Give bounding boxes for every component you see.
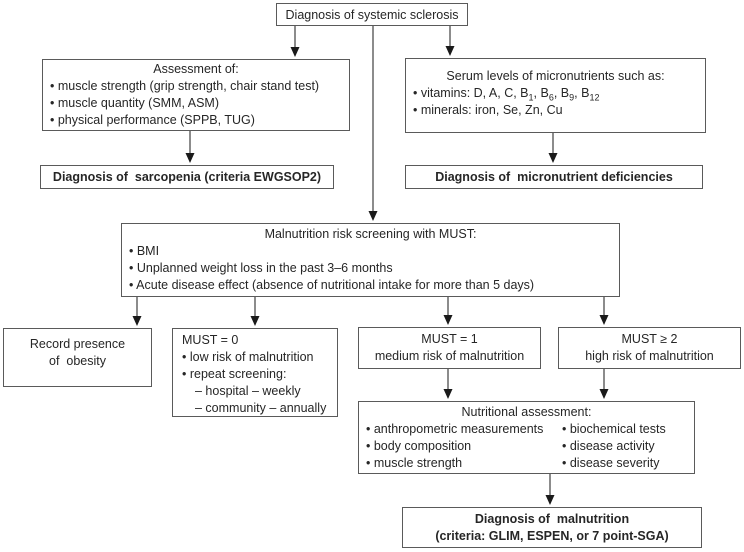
node-must-screening: Malnutrition risk screening with MUST: •… [121,223,620,297]
node-label-line1: Record presence [29,337,126,351]
bullet-item: • Unplanned weight loss in the past 3–6 … [129,261,393,275]
bullet-item: • physical performance (SPPB, TUG) [50,113,255,127]
bullet-item-minerals: • minerals: iron, Se, Zn, Cu [413,103,563,117]
bullet-item: • BMI [129,244,160,258]
bullet-item: • disease severity [562,456,660,470]
node-must-1: MUST = 1 medium risk of malnutrition [358,327,541,369]
node-record-obesity: Record presence of obesity [3,328,152,387]
node-diagnosis-sarcopenia: Diagnosis of sarcopenia (criteria EWGSOP… [40,165,334,189]
bullet-item-vitamins: • vitamins: D, A, C, B1, B6, B9, B12 [413,86,600,103]
bullet-item: • disease activity [562,439,655,453]
node-must-2: MUST ≥ 2 high risk of malnutrition [558,327,741,369]
node-serum-micronutrients: Serum levels of micronutrients such as: … [405,58,706,133]
bullet-item: • Acute disease effect (absence of nutri… [129,278,535,292]
node-label: Diagnosis of micronutrient deficiencies [435,170,673,184]
dash-item: – community – annually [195,401,327,415]
node-diagnosis-systemic-sclerosis: Diagnosis of systemic sclerosis [276,3,468,26]
node-assessment: Assessment of: • muscle strength (grip s… [42,59,350,131]
bullet-item: • muscle quantity (SMM, ASM) [50,96,220,110]
node-diagnosis-micronutrient-deficiencies: Diagnosis of micronutrient deficiencies [405,165,703,189]
bullet-item: • muscle strength [366,456,463,470]
node-label: Diagnosis of systemic sclerosis [285,8,459,22]
node-label: Diagnosis of sarcopenia (criteria EWGSOP… [52,170,322,184]
node-label-line2: (criteria: GLIM, ESPEN, or 7 point-SGA) [435,529,669,543]
node-label-line1: Diagnosis of malnutrition [474,512,630,526]
node-diagnosis-malnutrition: Diagnosis of malnutrition (criteria: GLI… [402,507,702,548]
node-nutritional-assessment: Nutritional assessment: • anthropometric… [358,401,695,474]
bullet-item: • body composition [366,439,472,453]
bullet-item: • anthropometric measurements [366,422,544,436]
node-title: Malnutrition risk screening with MUST: [264,227,477,241]
node-title: Assessment of: [153,62,239,76]
node-label-line2: medium risk of malnutrition [374,349,525,363]
node-title: MUST = 0 [182,333,239,347]
bullet-item: • muscle strength (grip strength, chair … [50,79,320,93]
node-title: Serum levels of micronutrients such as: [446,69,665,83]
node-label-line1: MUST ≥ 2 [621,332,678,346]
node-label-line2: high risk of malnutrition [585,349,714,363]
bullet-item: • repeat screening: [182,367,287,381]
bullet-item: • low risk of malnutrition [182,350,314,364]
node-title: Nutritional assessment: [461,405,592,419]
node-must-0: MUST = 0 • low risk of malnutrition • re… [172,328,338,417]
dash-item: – hospital – weekly [195,384,301,398]
bullet-item: • biochemical tests [562,422,666,436]
node-label-line2: of obesity [49,354,106,368]
node-label-line1: MUST = 1 [421,332,478,346]
